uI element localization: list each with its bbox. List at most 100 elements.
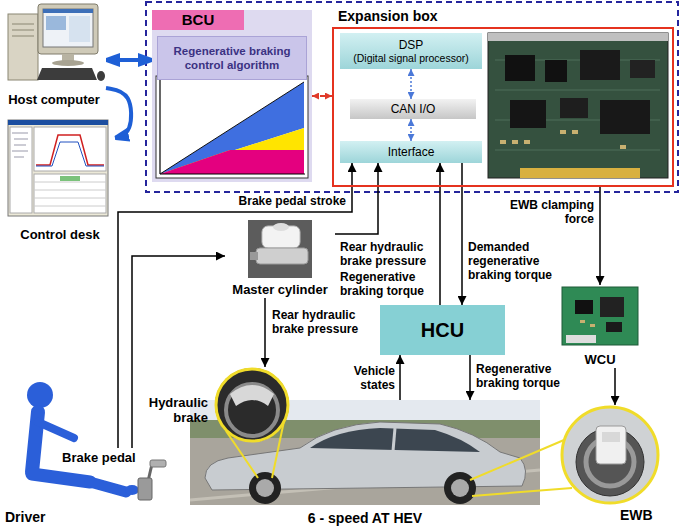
circle-outline bbox=[562, 407, 658, 503]
magnifier-circle: Hydraulic brake bbox=[214, 367, 290, 443]
dsp-board-picture bbox=[488, 33, 668, 41]
signal-label: Rear hydraulic brake pressure bbox=[272, 308, 368, 336]
magnifier-line bbox=[472, 488, 572, 496]
computer-node: Host computer bbox=[2, 2, 106, 108]
car-picture bbox=[310, 428, 480, 452]
node-label: Driver bbox=[5, 509, 45, 526]
signal-label: Regenerative braking torque bbox=[476, 362, 576, 390]
braking-chart bbox=[156, 76, 308, 178]
computer-picture bbox=[12, 24, 34, 25]
connector-arrow bbox=[599, 187, 601, 285]
hydraulic-brake-picture bbox=[230, 385, 274, 406]
driver-figure bbox=[38, 422, 74, 438]
vehicle-node: 6 - speed AT HEV bbox=[190, 400, 540, 527]
magnifier-circle: EWB bbox=[560, 405, 660, 505]
hydraulic-brake-picture bbox=[215, 368, 289, 442]
wcu-board-picture bbox=[600, 297, 624, 317]
dsp-board-picture bbox=[524, 140, 530, 144]
dsp-board-picture bbox=[500, 140, 506, 144]
computer-picture bbox=[12, 30, 34, 31]
braking-chart bbox=[156, 76, 308, 178]
dsp-board-picture bbox=[505, 55, 535, 81]
dsp-board-picture bbox=[545, 60, 567, 82]
connector-arrow bbox=[461, 163, 463, 305]
node-label: 6 - speed AT HEV bbox=[308, 510, 422, 527]
signal-label: Rear hydraulic brake pressure bbox=[340, 240, 436, 268]
computer-picture bbox=[12, 36, 34, 37]
car-picture bbox=[249, 472, 281, 504]
master-cylinder-picture bbox=[248, 220, 312, 278]
ewb-picture bbox=[602, 432, 620, 442]
node-label: WCU bbox=[584, 352, 615, 368]
computer-picture bbox=[46, 16, 66, 30]
signal-label: Vehicle states bbox=[340, 364, 395, 392]
node-label: Host computer bbox=[8, 92, 100, 108]
control-desk-screenshot bbox=[14, 139, 28, 140]
hydraulic-brake-picture bbox=[226, 384, 278, 436]
node-label: Brake pedal bbox=[62, 450, 136, 466]
wcu-board-picture bbox=[562, 287, 638, 345]
dsp-board-picture bbox=[630, 60, 655, 78]
dsp-board-picture bbox=[600, 100, 650, 134]
control-desk-screenshot bbox=[12, 151, 28, 152]
hydraulic-brake-picture bbox=[215, 368, 289, 442]
control-desk-screenshot bbox=[12, 133, 28, 134]
wcu-board-picture bbox=[575, 300, 593, 314]
node-label: EWB bbox=[620, 507, 653, 524]
driver-figure bbox=[32, 474, 90, 482]
connector-arrow bbox=[106, 88, 131, 138]
magnifier-line bbox=[470, 440, 564, 480]
signal-label: Brake pedal stroke bbox=[226, 194, 346, 208]
computer-picture bbox=[8, 14, 38, 80]
computer-picture bbox=[8, 4, 105, 81]
control-desk-screenshot bbox=[8, 120, 108, 125]
can-io-box: CAN I/O bbox=[350, 99, 476, 119]
box-label: HCU bbox=[421, 318, 464, 342]
wcu-board-picture bbox=[606, 322, 622, 332]
master-cylinder-node: Master cylinder bbox=[225, 218, 335, 298]
hcu-box: HCU bbox=[380, 305, 505, 355]
circle-outline bbox=[214, 367, 290, 443]
dsp-board-picture bbox=[580, 50, 620, 80]
connector-arrow bbox=[106, 58, 152, 62]
connector-arrow bbox=[118, 163, 352, 448]
wcu-node: WCU bbox=[560, 285, 640, 368]
ewb-picture bbox=[562, 407, 658, 503]
driver-figure bbox=[27, 382, 53, 408]
braking-chart bbox=[160, 173, 305, 174]
node-label: Master cylinder bbox=[232, 282, 327, 298]
braking-chart bbox=[160, 82, 304, 174]
braking-chart bbox=[160, 150, 304, 174]
control-desk-screenshot bbox=[34, 198, 106, 199]
bcu-panel-ground bbox=[152, 10, 312, 182]
algorithm-box: Regenerative braking control algorithm bbox=[157, 36, 307, 80]
magnifier-line bbox=[226, 421, 572, 496]
connector-arrow bbox=[312, 95, 332, 97]
interface-box: Interface bbox=[340, 141, 482, 163]
expansion-box: Expansion boxDSP(Digital signal processo… bbox=[332, 27, 674, 187]
node-label: Hydraulic brake bbox=[138, 395, 208, 425]
computer-picture bbox=[37, 68, 97, 80]
control-desk-screenshot bbox=[60, 176, 80, 181]
dashed-group-box bbox=[146, 2, 678, 192]
connector-arrow bbox=[410, 119, 412, 141]
box-heading: Expansion box bbox=[338, 8, 438, 25]
braking-chart bbox=[159, 80, 160, 174]
node-label: Control desk bbox=[20, 227, 99, 243]
brake-pedal-picture bbox=[138, 478, 152, 500]
connector-arrow bbox=[264, 298, 266, 367]
car-picture bbox=[256, 479, 274, 497]
dsp-board-picture bbox=[572, 130, 578, 134]
dsp-board-picture bbox=[560, 98, 588, 118]
control-desk-node: Control desk bbox=[5, 118, 115, 243]
control-desk-screenshot bbox=[14, 157, 24, 158]
bcu-panel: BCU Regenerative braking control algorith… bbox=[152, 10, 312, 182]
brake-pedal-node: Brake pedal bbox=[60, 448, 168, 503]
computer-picture bbox=[43, 9, 93, 13]
wcu-board-picture bbox=[590, 324, 595, 327]
control-desk-screenshot bbox=[10, 127, 32, 213]
brake-pedal-picture bbox=[138, 460, 166, 500]
signal-label: Demanded regenerative braking torque bbox=[468, 240, 563, 282]
connector-arrow bbox=[132, 256, 225, 448]
panel-header: BCU bbox=[152, 10, 244, 30]
